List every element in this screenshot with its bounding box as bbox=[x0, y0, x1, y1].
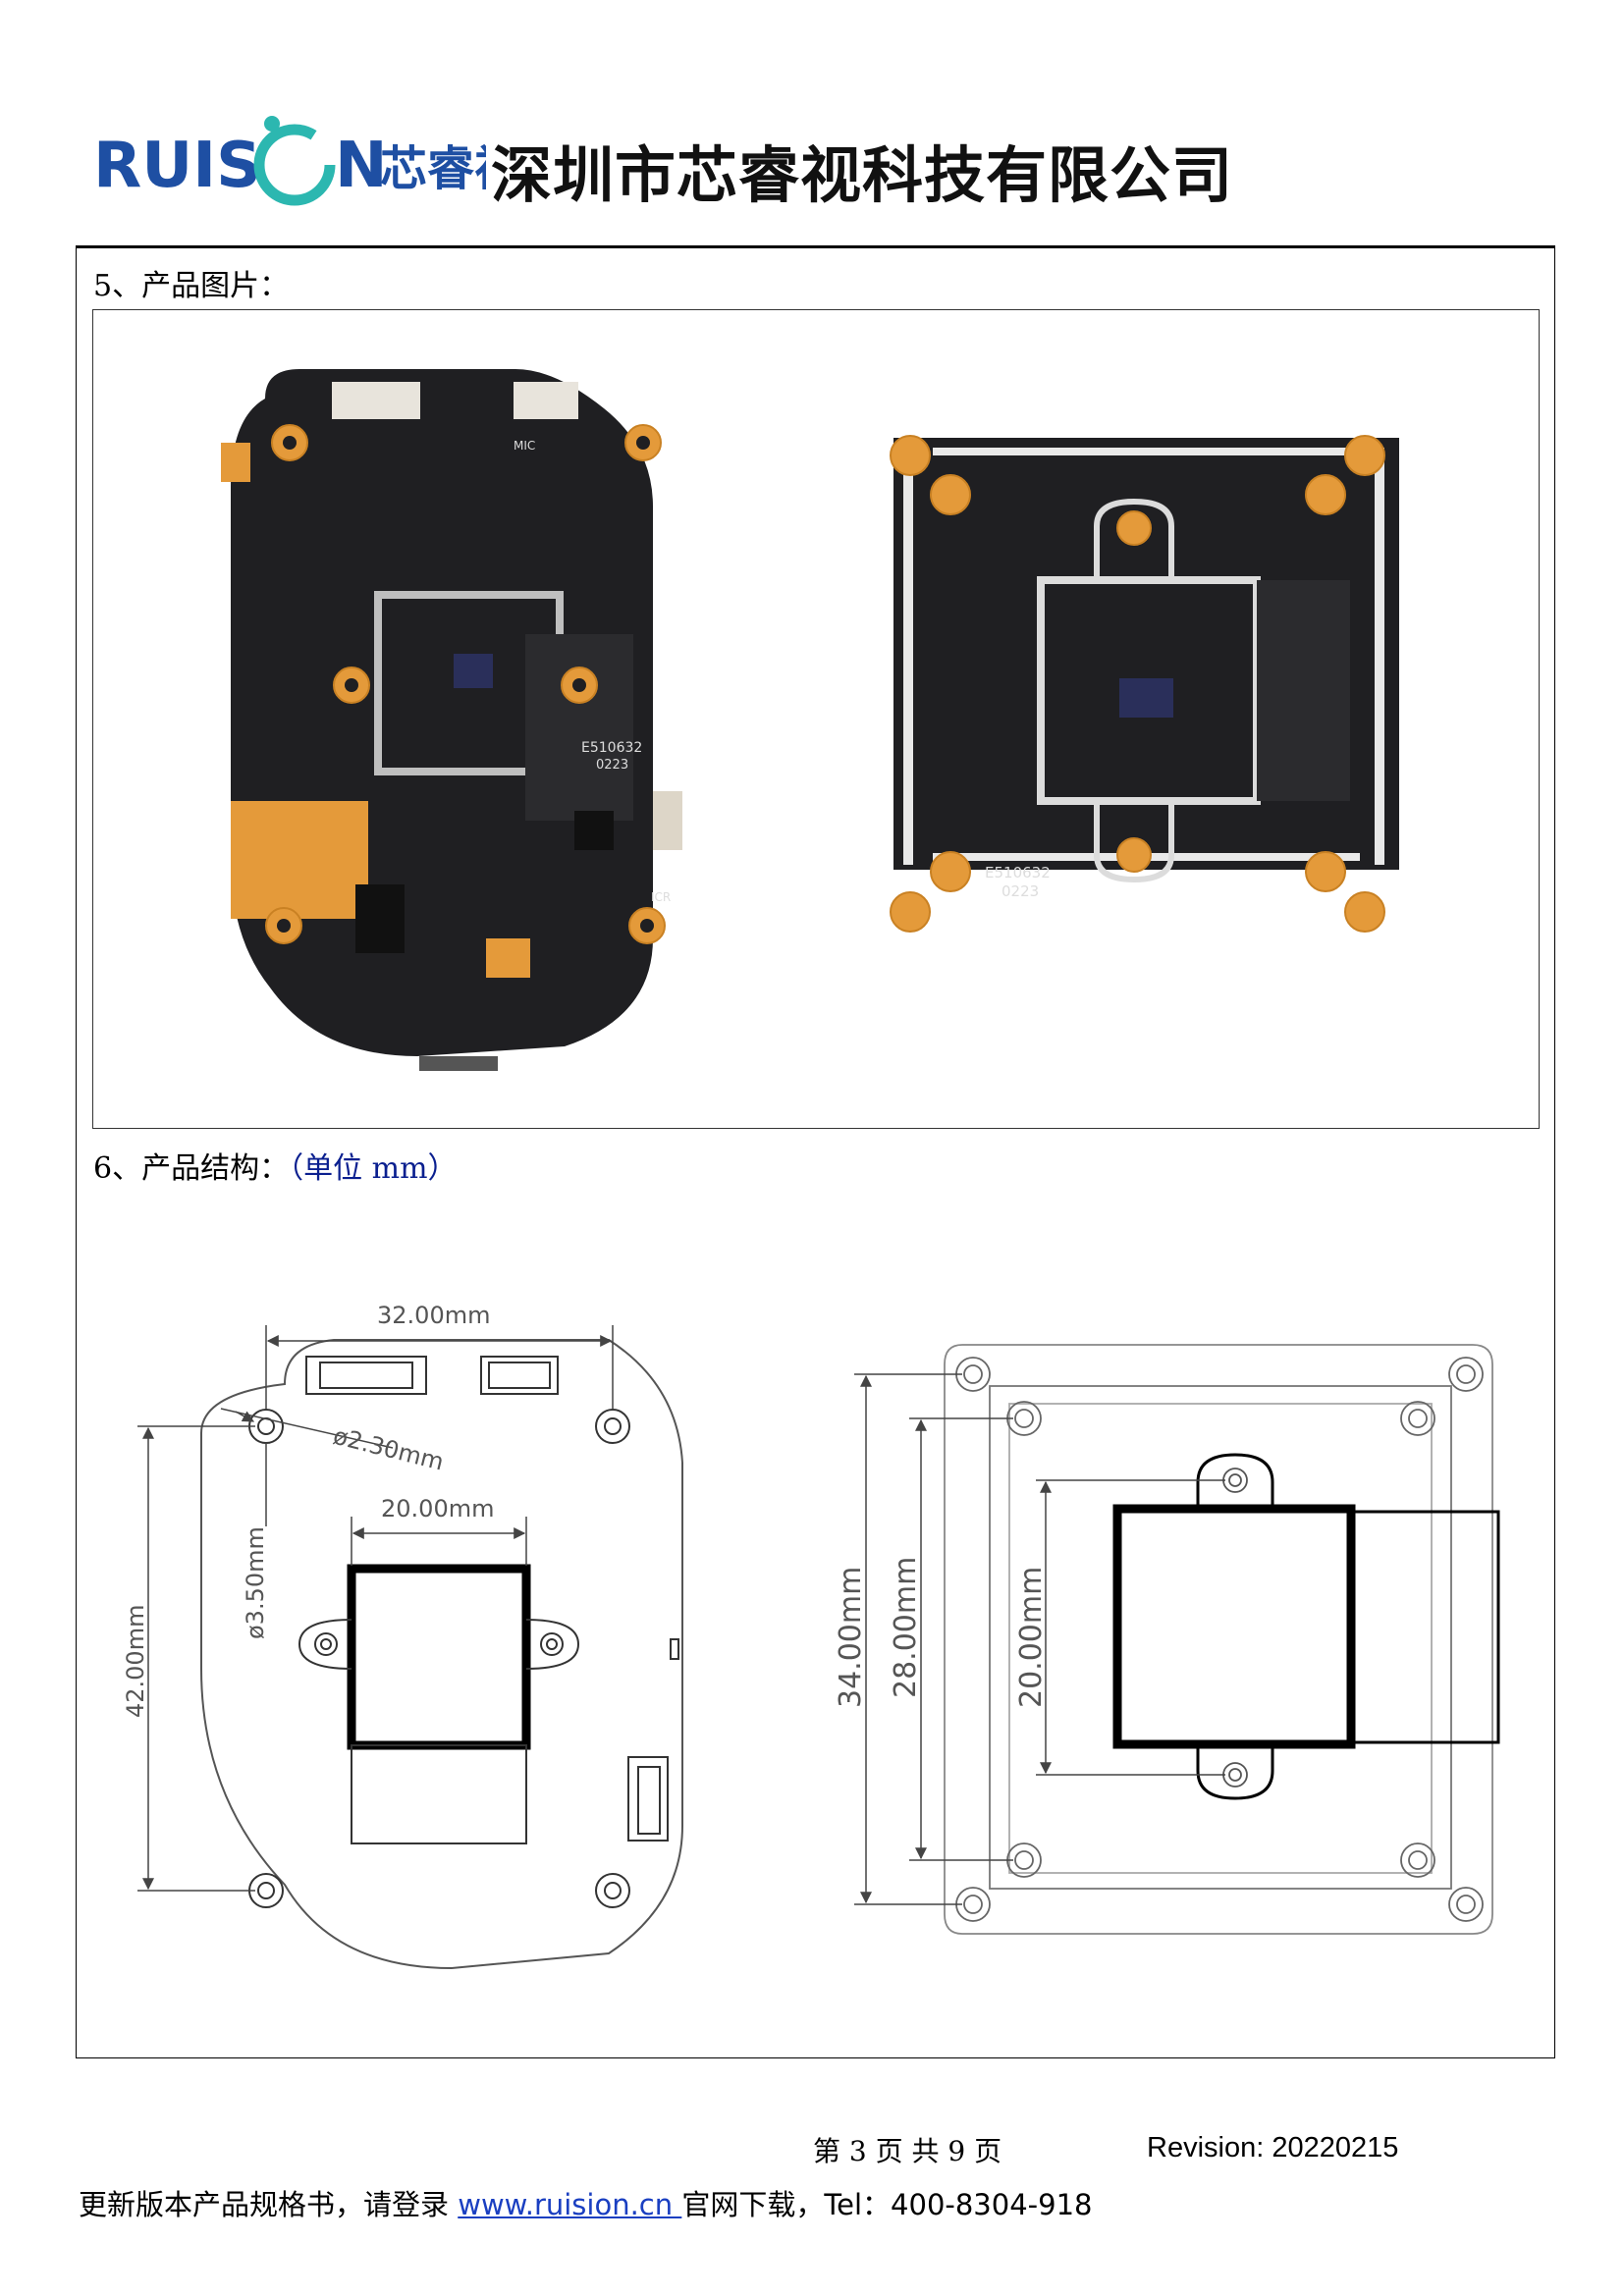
ruision-logo: RUIS N 芯睿视 bbox=[93, 116, 486, 206]
logo-text-right: N bbox=[335, 130, 388, 202]
structure-drawings: 32.00mm 20.00mm ø2.30mm ø3.50mm 42.00mm bbox=[122, 1302, 1500, 1970]
left-dimensions bbox=[137, 1325, 614, 1892]
label-mic: MIC bbox=[514, 439, 535, 453]
section-title-structure: 6、产品结构：（单位 mm） bbox=[93, 1144, 458, 1187]
content-frame bbox=[76, 248, 1555, 2058]
left-board-photo: MIC ICR E510632 0223 bbox=[221, 369, 682, 1071]
logo-ring-icon bbox=[253, 116, 336, 206]
label-cert-right: E510632 bbox=[985, 864, 1051, 881]
structure-title-text: 6、产品结构： bbox=[93, 1151, 290, 1186]
label-icr: ICR bbox=[651, 890, 671, 904]
right-board-photo: E510632 0223 bbox=[890, 435, 1399, 933]
footer-note: 更新版本产品规格书，请登录 www.ruision.cn 官网下载，Tel：40… bbox=[79, 2182, 1092, 2223]
right-dimensions bbox=[854, 1373, 1225, 1905]
dim-32mm: 32.00mm bbox=[377, 1302, 490, 1329]
page-number: 第 3 页 共 9 页 bbox=[813, 2135, 1002, 2167]
right-structure-drawing bbox=[944, 1344, 1500, 1935]
dim-hole-2-30: ø2.30mm bbox=[331, 1422, 447, 1476]
revision-text: Revision: 20220215 bbox=[1147, 2132, 1399, 2163]
left-structure-drawing bbox=[200, 1339, 683, 1970]
footer-note-prefix: 更新版本产品规格书，请登录 bbox=[79, 2188, 459, 2221]
photo-box: MIC ICR E510632 0223 E510632 bbox=[92, 309, 1540, 1129]
logo-text-cn: 芯睿视 bbox=[380, 141, 486, 196]
header-divider bbox=[76, 245, 1555, 248]
company-name: 深圳市芯睿视科技有限公司 bbox=[491, 139, 1234, 211]
section-title-photos: 5、产品图片： bbox=[93, 269, 290, 303]
footer-note-suffix: 官网下载，Tel：400-8304-918 bbox=[681, 2188, 1093, 2221]
dim-28mm: 28.00mm bbox=[889, 1557, 923, 1698]
structure-unit: （单位 mm） bbox=[289, 1151, 458, 1186]
dim-hole-3-50: ø3.50mm bbox=[242, 1526, 269, 1639]
dim-20mm-right: 20.00mm bbox=[1014, 1567, 1049, 1708]
logo-text-left: RUIS bbox=[93, 130, 261, 202]
board-photos: MIC ICR E510632 0223 E510632 bbox=[221, 369, 1399, 1071]
label-cert-left: E510632 bbox=[581, 740, 642, 756]
website-link[interactable]: www.ruision.cn bbox=[458, 2188, 682, 2221]
right-dimension-labels: 34.00mm 28.00mm 20.00mm bbox=[834, 1557, 1049, 1708]
dim-34mm: 34.00mm bbox=[834, 1567, 868, 1708]
label-code-left: 0223 bbox=[596, 758, 628, 773]
left-dimension-labels: 32.00mm 20.00mm ø2.30mm ø3.50mm 42.00mm bbox=[122, 1302, 494, 1718]
dim-20mm-left: 20.00mm bbox=[381, 1495, 494, 1522]
label-code-right: 0223 bbox=[1001, 882, 1039, 900]
dim-42mm: 42.00mm bbox=[122, 1605, 149, 1718]
